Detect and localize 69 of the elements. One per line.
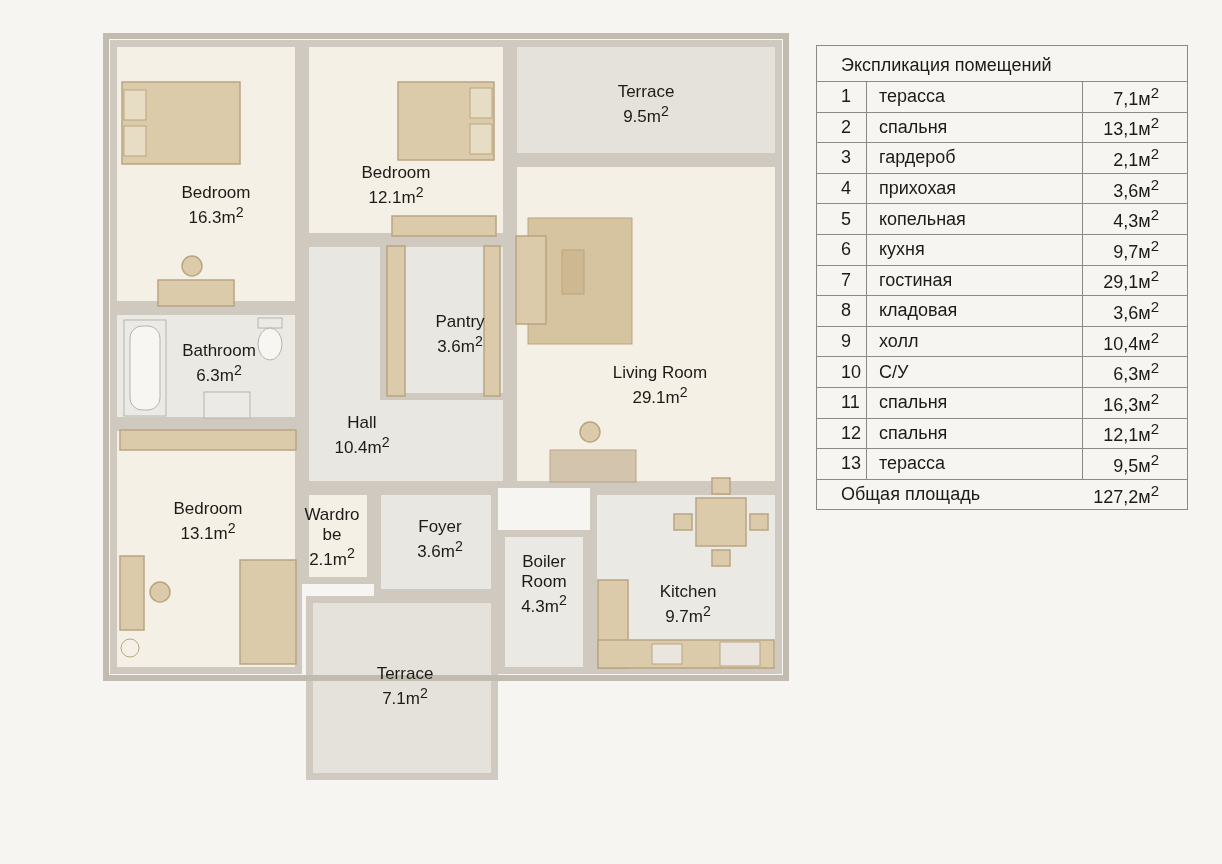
room-area-value: 3,6м$^{2}$ [1112, 174, 1160, 203]
room-type: гостиная [867, 265, 1083, 296]
room-number: 4 [817, 173, 867, 204]
room-area: 2.1m$^{2}$ [309, 545, 355, 571]
room-number: 6 [817, 234, 867, 265]
room-type: кладовая [867, 296, 1083, 326]
room-number: 3 [817, 143, 867, 173]
room-area: 9.7m$^{2}$ [665, 602, 711, 628]
room-area-value: 16,3м$^{2}$ [1102, 388, 1160, 417]
room-name: Terrace [376, 664, 434, 685]
room-area-value: 10,4м$^{2}$ [1102, 327, 1160, 356]
room-area: 3.6m$^{2}$ [437, 332, 483, 358]
room-area: 9.5m$^{2}$ [623, 102, 669, 128]
room-name: Hall [347, 413, 377, 434]
room-area-value: 7,1м$^{2}$ [1112, 82, 1160, 111]
room-number: 9 [817, 326, 867, 357]
room-name: Bedroom [173, 499, 243, 520]
room-type: терасса [867, 82, 1083, 112]
total-area-value: 127,2м$^{2}$ [1092, 480, 1160, 509]
room-type: холл [867, 326, 1083, 357]
room-number: 12 [817, 418, 867, 449]
room-name: Bathroom [182, 341, 256, 362]
room-type: спальня [867, 418, 1083, 449]
room-name: Bedroom [361, 163, 431, 184]
room-area: 4.3m$^{2}$ [521, 592, 567, 618]
room-area: 12.1m$^{2}$ [368, 183, 424, 209]
room-name: Kitchen [659, 582, 717, 603]
room-name: Foyer [418, 517, 462, 538]
room-area-value: 6,3м$^{2}$ [1112, 358, 1160, 387]
room-type: гардероб [867, 143, 1083, 173]
room-type: прихохая [867, 173, 1083, 204]
room-name: Living Room [612, 363, 708, 384]
room-type: кухня [867, 234, 1083, 265]
room-name: Wardro be [304, 505, 360, 546]
room-name: Boiler Room [520, 552, 568, 593]
table-title: Экспликация помещений [817, 46, 1187, 82]
room-area-value: 9,7м$^{2}$ [1112, 235, 1160, 264]
room-type: терасса [867, 449, 1083, 479]
room-area: 7.1m$^{2}$ [382, 684, 428, 710]
room-number: 5 [817, 204, 867, 234]
room-area: 16.3m$^{2}$ [188, 203, 244, 229]
room-outline [306, 596, 498, 780]
room-name: Pantry [435, 312, 485, 333]
total-label: Общая площадь [840, 483, 982, 506]
room-type: спальня [867, 112, 1083, 143]
room-area-value: 2,1м$^{2}$ [1112, 144, 1160, 172]
room-name: Terrace [617, 82, 675, 103]
room-area-value: 13,1м$^{2}$ [1102, 113, 1160, 142]
room-name: Bedroom [181, 183, 251, 204]
room-area: 3.6m$^{2}$ [417, 537, 463, 563]
room-number: 7 [817, 265, 867, 296]
room-area-value: 4,3м$^{2}$ [1112, 205, 1160, 234]
room-type: С/У [867, 357, 1083, 387]
room-area-value: 9,5м$^{2}$ [1112, 449, 1160, 478]
room-number: 1 [817, 82, 867, 112]
room-area: 10.4m$^{2}$ [334, 433, 390, 459]
room-number: 11 [817, 387, 867, 418]
room-area-value: 29,1м$^{2}$ [1102, 266, 1160, 295]
room-type: копельная [867, 204, 1083, 234]
room-type: спальня [867, 387, 1083, 418]
room-area-value: 12,1м$^{2}$ [1102, 419, 1160, 448]
room-number: 13 [817, 449, 867, 479]
room-number: 2 [817, 112, 867, 143]
room-area: 6.3m$^{2}$ [196, 361, 242, 387]
room-area-value: 3,6м$^{2}$ [1112, 296, 1160, 325]
room-number: 8 [817, 296, 867, 326]
room-area: 29.1m$^{2}$ [632, 383, 688, 409]
room-area: 13.1m$^{2}$ [180, 519, 236, 545]
room-number: 10 [817, 357, 867, 387]
